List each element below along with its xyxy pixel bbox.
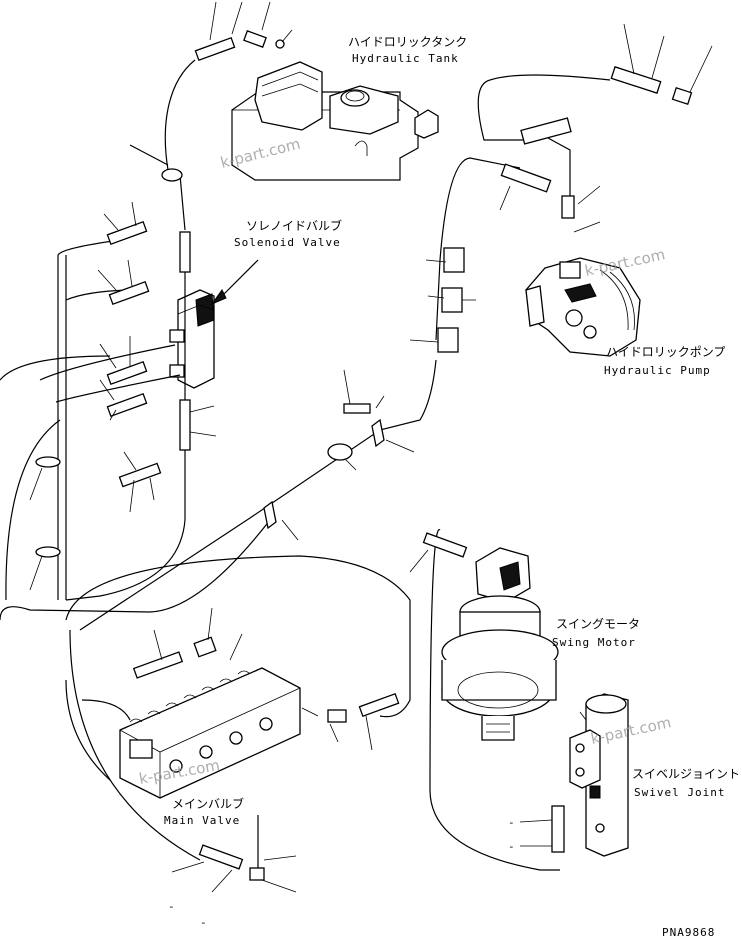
- part-dash-2: -: [508, 840, 516, 853]
- hydraulic-pump-label-jp: ハイドロリックポンプ: [606, 345, 725, 359]
- solenoid-valve: [169, 259, 259, 389]
- hydraulic-pump-label-en: Hydraulic Pump: [604, 364, 711, 377]
- hydraulic-pump: [525, 257, 641, 357]
- main-valve-label-en: Main Valve: [164, 814, 240, 827]
- swivel-joint: [569, 693, 629, 857]
- leader-lines: [29, 1, 713, 893]
- hydraulic-tank: [231, 61, 439, 181]
- solenoid-valve-label-jp: ソレノイドバルブ: [246, 218, 342, 233]
- swivel-joint-label-jp: スイベルジョイント: [632, 767, 740, 781]
- part-dash-3: -: [168, 900, 176, 913]
- fittings: [106, 30, 693, 881]
- main-valve-label-jp: メインバルブ: [172, 796, 244, 811]
- main-valve: [119, 667, 301, 799]
- solenoid-valve-label-en: Solenoid Valve: [234, 236, 341, 249]
- watermark-1: k-part.com: [219, 135, 303, 172]
- swivel-joint-label-en: Swivel Joint: [634, 786, 725, 799]
- part-dash-1: -: [508, 816, 516, 829]
- hydraulic-tank-label-jp: ハイドロリックタンク: [348, 35, 467, 49]
- drawing-code: PNA9868: [662, 926, 715, 939]
- part-dash-4: -: [200, 916, 208, 929]
- swing-motor: [441, 547, 559, 741]
- swing-motor-label-en: Swing Motor: [552, 636, 636, 649]
- swing-motor-label-jp: スイングモータ: [556, 617, 640, 631]
- hydraulic-tank-label-en: Hydraulic Tank: [352, 52, 459, 65]
- hose-routing: [0, 59, 611, 871]
